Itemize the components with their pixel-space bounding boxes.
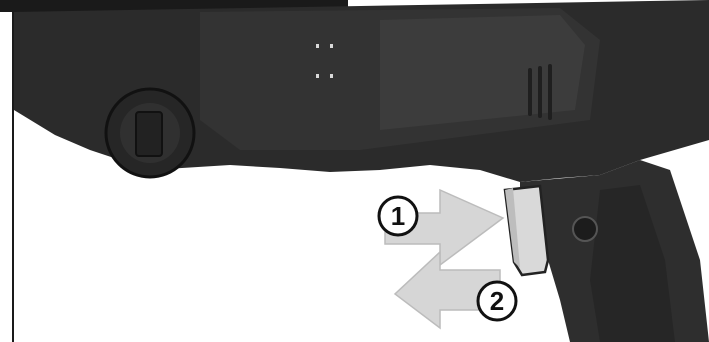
grip-screw [573,217,597,241]
callout-2: 2 [478,282,516,320]
vent-slots [528,64,552,120]
frame-line [12,12,14,342]
side-knob [106,89,194,177]
callout-1-number: 1 [391,201,405,231]
callout-2-number: 2 [490,286,504,316]
callout-1: 1 [379,197,417,235]
